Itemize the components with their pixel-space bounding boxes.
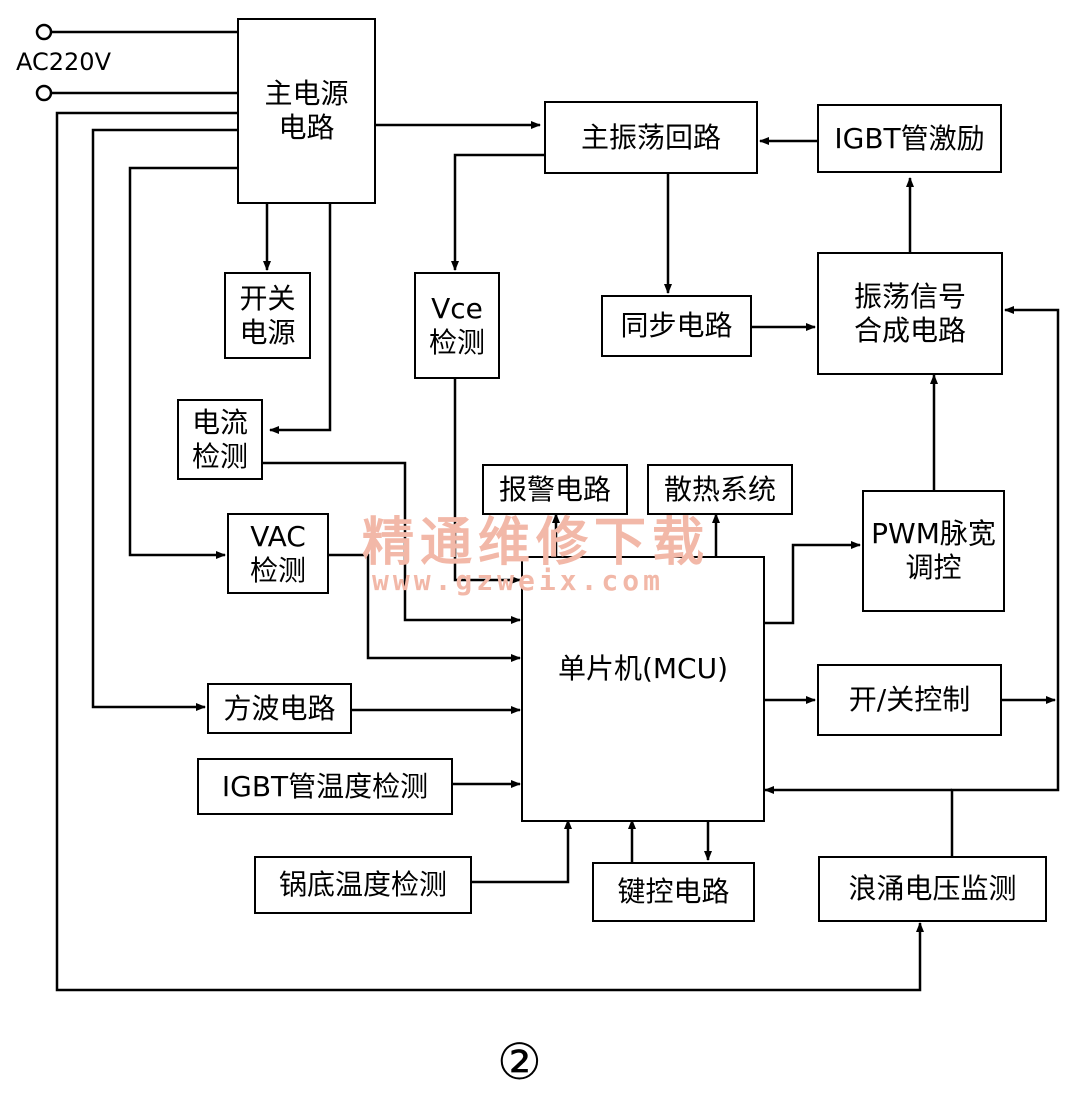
- main-oscillator: 主振荡回路: [544, 101, 758, 174]
- sync-circuit: 同步电路: [601, 295, 752, 357]
- switch-psu-label-2: 电源: [239, 315, 296, 349]
- pot-temp-label: 锅底温度检测: [278, 868, 447, 902]
- igbt-drive-label: IGBT管激励: [834, 121, 985, 155]
- pwm-label-2: 调控: [905, 551, 962, 584]
- wire-power-to-vac: [128, 166, 237, 559]
- wire-power-to-square: [91, 128, 237, 711]
- ac-input-label: AC220V: [16, 48, 111, 76]
- wire-vac-to-mcu: [327, 553, 521, 662]
- synth-label-2: 合成电路: [853, 313, 966, 347]
- igbt-temp-label: IGBT管温度检测: [221, 769, 429, 803]
- wire-osc-to-vce: [451, 153, 544, 271]
- pwm-control: PWM脉宽 调控: [862, 490, 1005, 612]
- current-detect: 电流 检测: [177, 399, 263, 480]
- wire-power-to-current: [269, 202, 332, 434]
- wire-current-to-mcu: [262, 461, 521, 624]
- mcu-label: 单片机(MCU): [557, 652, 729, 686]
- osc-signal-synth: 振荡信号 合成电路: [817, 252, 1003, 375]
- ac-terminal-top: [35, 23, 53, 41]
- current-label-2: 检测: [191, 439, 248, 473]
- pot-temp-detect: 锅底温度检测: [254, 856, 472, 914]
- wire-surge-to-bus: [950, 700, 1060, 856]
- surge-label: 浪涌电压监测: [848, 872, 1017, 906]
- main-power-label-2: 电路: [278, 111, 335, 144]
- keypad-circuit: 键控电路: [592, 862, 755, 922]
- onoff-control: 开/关控制: [817, 664, 1002, 736]
- alarm-circuit: 报警电路: [482, 464, 628, 515]
- onoff-label: 开/关控制: [848, 683, 971, 717]
- square-wave-label: 方波电路: [223, 691, 336, 725]
- keypad-label: 键控电路: [617, 875, 730, 909]
- watermark-url: www.gzweix.com: [372, 564, 665, 597]
- vac-detect: VAC 检测: [227, 513, 329, 594]
- synth-label-1: 振荡信号: [853, 279, 966, 313]
- vce-label-2: 检测: [428, 325, 485, 359]
- vac-label-2: 检测: [249, 553, 306, 587]
- main-power-label-1: 主电源: [264, 77, 349, 111]
- figure-number: ②: [497, 1033, 542, 1091]
- alarm-label: 报警电路: [498, 472, 611, 506]
- cooling-label: 散热系统: [663, 472, 776, 506]
- surge-voltage-monitor: 浪涌电压监测: [818, 856, 1047, 922]
- wire-bus-to-synth: [1004, 306, 1060, 700]
- wire-mcu-to-pwm: [765, 541, 861, 625]
- vac-label-1: VAC: [250, 519, 306, 553]
- vce-label-1: Vce: [431, 291, 483, 325]
- current-label-1: 电流: [191, 405, 248, 439]
- ac-terminal-bottom: [35, 84, 53, 102]
- vce-detect: Vce 检测: [414, 272, 500, 379]
- switch-power-supply: 开关 电源: [224, 272, 311, 359]
- watermark-cn: 精通维修下载: [362, 513, 711, 573]
- wire-vce-to-mcu: [453, 378, 521, 584]
- igbt-drive: IGBT管激励: [817, 104, 1002, 173]
- cooling-system: 散热系统: [647, 464, 793, 515]
- main-osc-label: 主振荡回路: [580, 120, 721, 154]
- main-power-circuit: 主电源 电路: [237, 18, 376, 204]
- wire-power-to-surge: [55, 111, 924, 992]
- wire-pottemp-to-mcu: [470, 819, 572, 884]
- switch-psu-label-1: 开关: [239, 281, 296, 315]
- mcu: 单片机(MCU): [521, 556, 765, 822]
- pwm-label-1: PWM脉宽: [871, 517, 996, 551]
- igbt-temp-detect: IGBT管温度检测: [197, 758, 453, 815]
- sync-label: 同步电路: [620, 309, 733, 343]
- square-wave-circuit: 方波电路: [207, 683, 352, 734]
